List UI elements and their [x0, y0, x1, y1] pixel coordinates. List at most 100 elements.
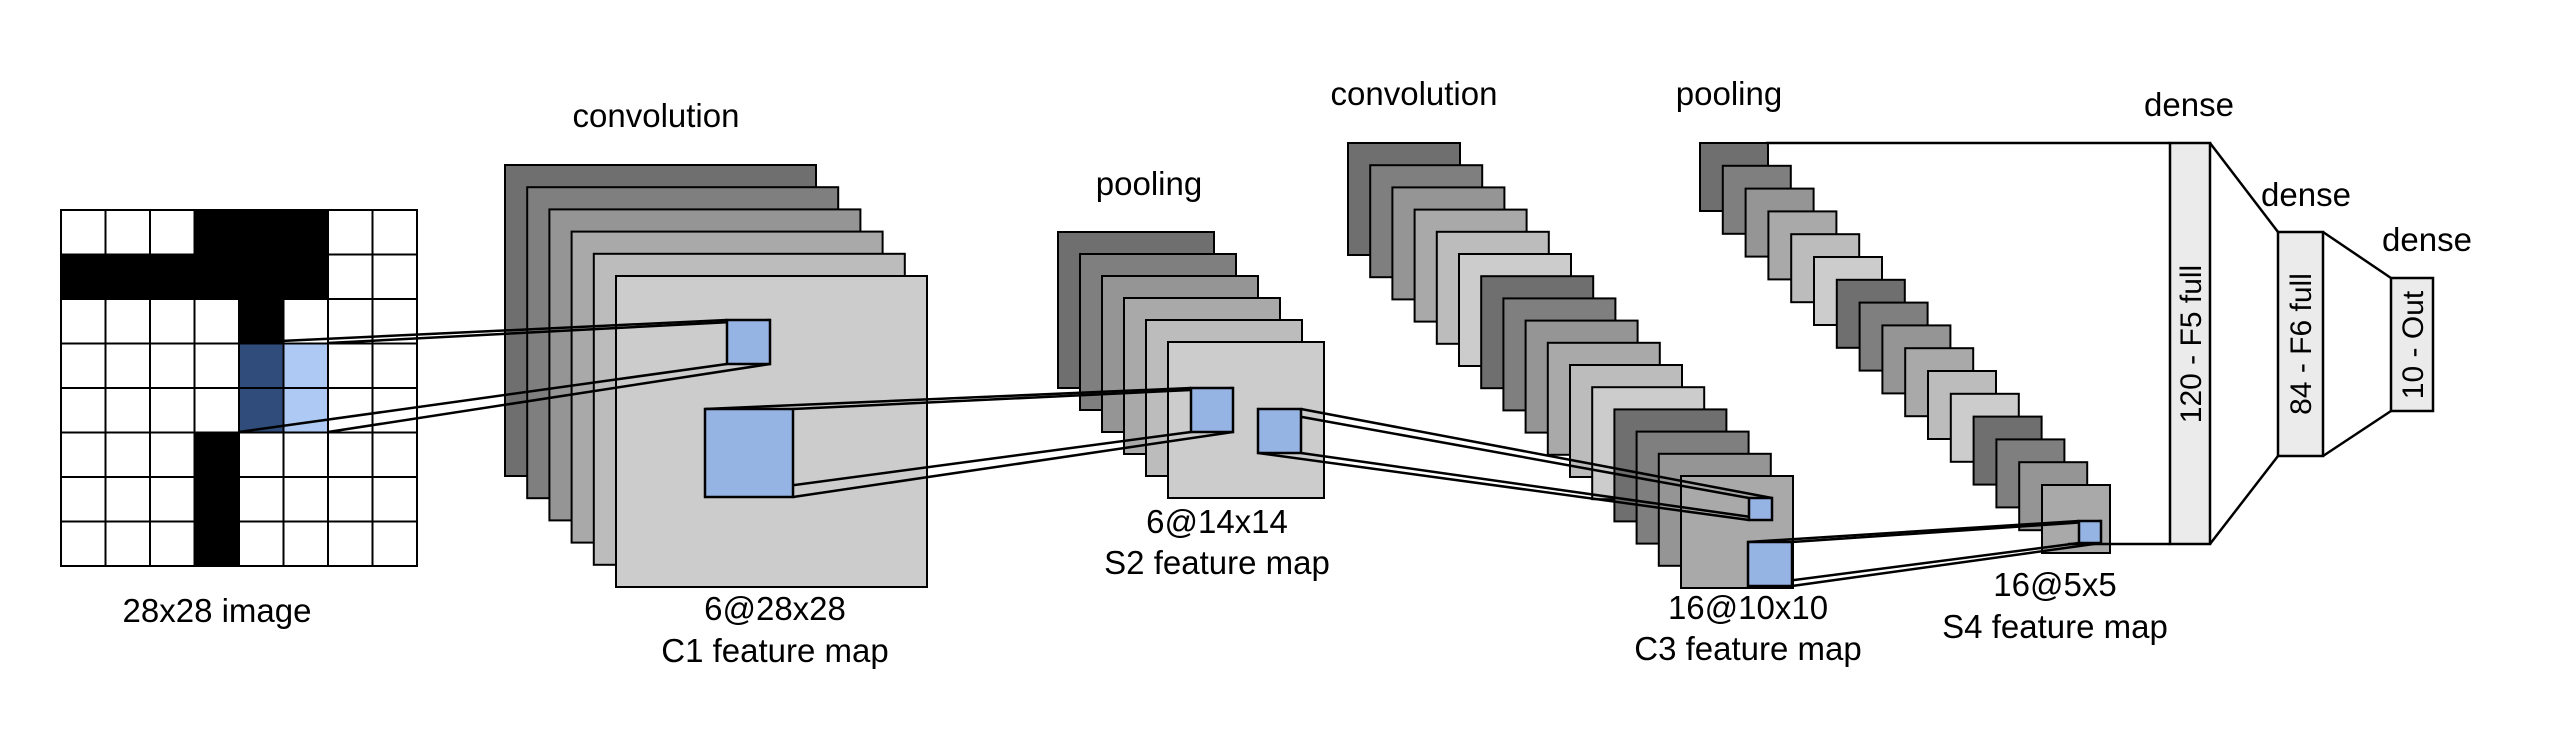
grid-cell: [193, 387, 240, 434]
projection-line: [1300, 451, 1773, 522]
grid-cell: [60, 431, 107, 478]
grid-cell: [104, 520, 151, 567]
grid-cell: [149, 476, 196, 523]
grid-cell: [193, 431, 240, 478]
grid-cell: [149, 387, 196, 434]
grid-cell: [60, 476, 107, 523]
grid-cell: [327, 476, 374, 523]
grid-cell: [282, 209, 329, 256]
grid-cell: [327, 253, 374, 300]
output-layer-label: 10 - Out: [2397, 290, 2430, 399]
grid-cell: [238, 342, 285, 389]
projection-line: [1257, 451, 1750, 522]
f6-dense-layer: [2276, 230, 2325, 458]
grid-cell: [371, 520, 418, 567]
grid-cell: [282, 520, 329, 567]
grid-cell: [193, 253, 240, 300]
grid-cell: [60, 298, 107, 345]
grid-cell: [149, 431, 196, 478]
f5-layer-label: 120 - F5 full: [2175, 265, 2208, 423]
input-caption: 28x28 image: [123, 592, 312, 629]
grid-cell: [282, 253, 329, 300]
projection-line: [1791, 541, 2102, 588]
grid-cell: [327, 342, 374, 389]
grid-cell: [238, 298, 285, 345]
s2-name-label: S2 feature map: [1104, 544, 1330, 581]
grid-cell: [149, 520, 196, 567]
grid-cell: [60, 342, 107, 389]
s2-operation-label: pooling: [1096, 165, 1202, 202]
projection-line: [1791, 519, 2102, 544]
c3-unit: [1747, 496, 1774, 522]
s2-size-label: 6@14x14: [1146, 503, 1288, 540]
f5-dense-layer: [2168, 141, 2212, 546]
grid-cell: [327, 520, 374, 567]
grid-cell: [60, 209, 107, 256]
grid-cell: [149, 253, 196, 300]
f5-operation-label: dense: [2144, 86, 2234, 123]
grid-cell: [327, 431, 374, 478]
grid-cell: [238, 209, 285, 256]
grid-cell: [104, 209, 151, 256]
c3-pooling-window: [1746, 540, 1794, 588]
c1-feature-map-stack: [504, 164, 928, 588]
grid-cell: [193, 209, 240, 256]
grid-cell: [193, 298, 240, 345]
f6-layer-label: 84 - F6 full: [2285, 273, 2318, 415]
grid-cell: [371, 476, 418, 523]
grid-cell: [104, 387, 151, 434]
s4-feature-map-stack: [1699, 142, 2111, 554]
grid-cell: [60, 253, 107, 300]
grid-cell: [104, 342, 151, 389]
grid-cell: [193, 342, 240, 389]
grid-cell: [238, 253, 285, 300]
grid-cell: [238, 431, 285, 478]
grid-cell: [193, 476, 240, 523]
s2-unit: [1189, 386, 1235, 434]
projection-line: [704, 386, 1192, 411]
s4-name-label: S4 feature map: [1942, 608, 2168, 645]
grid-cell: [104, 253, 151, 300]
c1-operation-label: convolution: [573, 97, 740, 134]
grid-cell: [282, 298, 329, 345]
projection-line: [327, 318, 771, 345]
grid-cell: [238, 476, 285, 523]
projection-line: [238, 362, 728, 434]
grid-cell: [371, 431, 418, 478]
grid-cell: [282, 476, 329, 523]
grid-cell: [371, 209, 418, 256]
grid-cell: [60, 520, 107, 567]
projection-line: [1747, 541, 2080, 588]
c1-size-label: 6@28x28: [704, 590, 846, 627]
grid-cell: [104, 298, 151, 345]
receptive-field-projections: [238, 318, 2103, 588]
s2-kernel: [1256, 407, 1303, 455]
s4-size-label: 16@5x5: [1993, 566, 2116, 603]
projection-line: [792, 386, 1234, 411]
f6-operation-label: dense: [2261, 176, 2351, 213]
grid-cell: [60, 387, 107, 434]
c1-name-label: C1 feature map: [661, 632, 888, 669]
projection-line: [238, 318, 728, 345]
c3-name-label: C3 feature map: [1634, 630, 1861, 667]
output-operation-label: dense: [2382, 221, 2472, 258]
s4-unit: [2077, 519, 2103, 545]
projection-line: [792, 430, 1234, 499]
grid-cell: [149, 298, 196, 345]
s4-operation-label: pooling: [1676, 75, 1782, 112]
grid-cell: [282, 342, 329, 389]
c1-unit: [725, 318, 772, 366]
grid-cell: [149, 342, 196, 389]
grid-cell: [371, 342, 418, 389]
grid-cell: [104, 476, 151, 523]
projection-line: [1257, 407, 1750, 500]
grid-cell: [238, 520, 285, 567]
c3-operation-label: convolution: [1331, 75, 1498, 112]
projection-line: [327, 362, 771, 434]
projection-line: [1747, 519, 2080, 544]
grid-cell: [327, 209, 374, 256]
grid-cell: [193, 520, 240, 567]
output-dense-layer: [2389, 276, 2435, 413]
c3-feature-map-stack: [1347, 142, 1794, 589]
